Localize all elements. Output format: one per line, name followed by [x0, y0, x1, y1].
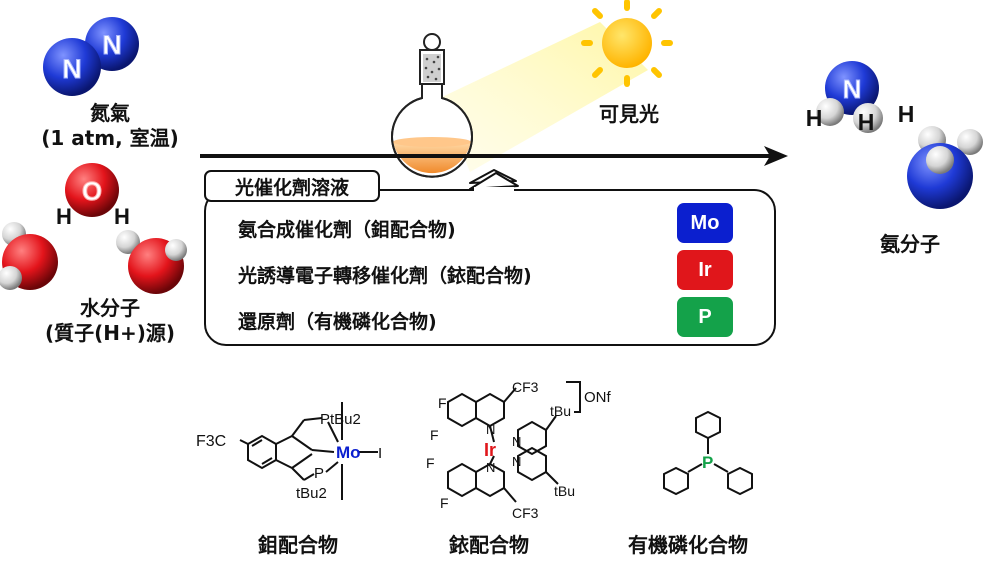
ir-complex-structure: Ir CF3 CF3 ONf tBu tBu F F F F N N N N — [426, 379, 612, 521]
solution-title: 光催化劑溶液 — [204, 170, 380, 202]
atom-label-o: O — [82, 176, 102, 206]
reaction-scene — [200, 0, 788, 184]
water-molecules: O H H — [0, 163, 187, 294]
nitrogen-molecule: N N — [43, 17, 139, 96]
p-compound-name: 有機磷化合物 — [628, 533, 748, 557]
atom-label-h: H — [806, 105, 823, 131]
fluoro-3: F — [426, 455, 435, 471]
component-label-mo: 氨合成催化劑（鉬配合物) — [238, 219, 456, 241]
sun-icon — [581, 0, 673, 87]
atom-label-n: N — [102, 30, 122, 60]
p-atom-bottom: P — [314, 465, 324, 482]
fluoro-1: F — [438, 395, 447, 411]
phosphine-structure: P — [663, 410, 753, 496]
light-beam — [440, 22, 648, 172]
mo-complex-name: 鉬配合物 — [258, 533, 338, 557]
badge-p: P — [677, 297, 733, 337]
counterion-label: ONf — [584, 389, 612, 406]
atom-label-h: H — [858, 109, 875, 135]
badge-mo: Mo — [677, 203, 733, 243]
tbu-bottom: tBu — [554, 483, 575, 499]
water-name: 水分子 — [80, 296, 140, 320]
fluoro-2: F — [430, 427, 439, 443]
ammonia-molecules: N H H H — [806, 61, 983, 209]
mo-complex-structure: F3C PtBu2 Mo P tBu2 I — [196, 402, 382, 502]
iodide-label: I — [378, 445, 382, 462]
nitrogen-1: N — [486, 422, 495, 437]
ir-atom: Ir — [484, 440, 496, 460]
atom-label-n: N — [843, 74, 862, 104]
fluoro-4: F — [440, 495, 449, 511]
p-tbu2-top: PtBu2 — [320, 411, 361, 428]
cf3-top: CF3 — [512, 379, 539, 395]
mo-atom: Mo — [336, 443, 361, 462]
cf3-bottom: CF3 — [512, 505, 539, 521]
badge-ir: Ir — [677, 250, 733, 290]
ir-complex-name: 銥配合物 — [449, 533, 529, 557]
nitrogen-2: N — [486, 460, 495, 475]
atom-label-h: H — [56, 204, 72, 229]
water-role: (質子(H+)源) — [44, 321, 176, 345]
atom-label-n: N — [62, 54, 82, 84]
component-label-ir: 光誘導電子轉移催化劑（銥配合物) — [238, 265, 532, 287]
cf3-label: F3C — [196, 433, 226, 450]
nitrogen-condition: (1 atm, 室温) — [41, 126, 179, 150]
nitrogen-name: 氮氣 — [90, 101, 130, 125]
tbu-top: tBu — [550, 403, 571, 419]
tbu2-bottom: tBu2 — [296, 485, 327, 502]
visible-light-label: 可見光 — [599, 102, 659, 126]
ammonia-label: 氨分子 — [880, 232, 940, 256]
atom-label-h: H — [898, 101, 915, 127]
nitrogen-4: N — [512, 454, 521, 469]
phosphorus-atom: P — [702, 453, 713, 472]
component-label-p: 還原劑（有機磷化合物) — [238, 311, 437, 333]
nitrogen-atom — [43, 38, 101, 96]
atom-label-h: H — [114, 204, 130, 229]
nitrogen-3: N — [512, 434, 521, 449]
